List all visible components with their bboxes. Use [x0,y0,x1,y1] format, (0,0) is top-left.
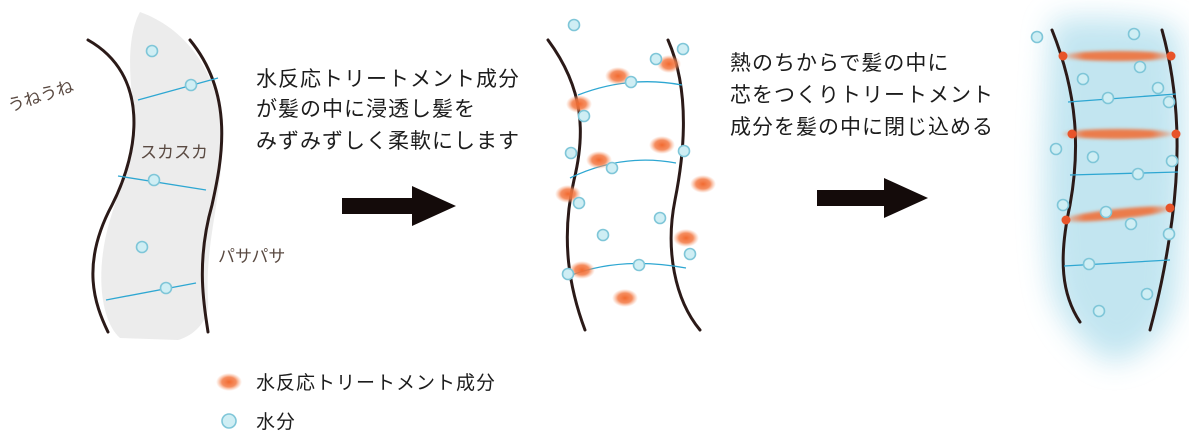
treatment-dot-icon [612,289,638,307]
treatment-dot-icon [216,373,242,391]
water-dot-icon [561,267,575,281]
water-dot-icon [1049,142,1063,156]
hair-right-edge [188,38,224,334]
treatment-core-band [1062,51,1174,61]
fiber-line [1063,259,1171,267]
label-dry: パサパサ [218,247,285,267]
water-dot-icon [1086,150,1100,164]
water-dot-icon [159,281,173,295]
treatment-dot-icon [673,229,699,247]
water-dot-icon [649,52,663,66]
water-dot-icon [1162,95,1176,109]
water-dot-icon [184,78,198,92]
treatment-dot-icon [555,185,581,203]
step1-line-1: 水反応トリートメント成分 [256,67,520,91]
water-dot-icon [221,413,237,429]
water-dot-icon [1151,81,1165,95]
treatment-dot-icon [605,67,631,85]
water-dot-icon [1131,167,1145,181]
legend: 水反応トリートメント成分 水分 [216,372,496,433]
water-dot-icon [1082,257,1096,271]
step1-line-3: みずみずしく柔軟にします [256,129,520,153]
water-dot-icon [1030,30,1044,44]
water-dot-icon [1162,227,1176,241]
treatment-dot-icon [649,136,675,154]
water-dot-icon [596,228,610,242]
water-dot-icon [1124,217,1138,231]
water-dot-icon [1076,72,1090,86]
fiber-line [105,282,197,301]
water-dot-icon [676,42,690,56]
water-dot-icon [632,258,646,272]
step2-line-1: 熱のちからで髪の中に [730,51,949,75]
step1-description: 水反応トリートメント成分 が髪の中に浸透し髪を みずみずしく柔軟にします [256,67,520,153]
treatment-dot-icon [586,151,612,169]
water-dot-icon [567,18,581,32]
step1-line-2: が髪の中に浸透し髪を [256,97,476,121]
treatment-dot-icon [690,175,716,193]
water-dot-icon [1165,154,1179,168]
treatment-dot-icon [566,95,592,113]
treatment-dot-icon [1165,203,1175,213]
fiber-line [1067,93,1177,103]
legend-treatment-label: 水反応トリートメント成分 [256,372,496,394]
hair-right-edge [666,38,702,332]
water-dot-icon [605,161,619,175]
treatment-dot-icon [1166,51,1176,61]
core-glow [1045,18,1185,362]
step2-line-2: 芯をつくりトリートメント [730,83,994,107]
hair-left-edge [86,38,136,334]
treatment-dot-icon [1061,215,1071,225]
water-dot-icon [1092,304,1106,318]
treatment-dot-icon [1171,129,1181,139]
water-dot-icon [577,109,591,123]
hollow-hair-shading [101,12,223,340]
water-dot-icon [1056,198,1070,212]
treatment-core-band [1062,129,1174,139]
water-dot-icon [1099,205,1113,219]
fiber-line [137,77,219,101]
hair-left-edge [546,38,587,332]
water-dot-icon [1140,287,1154,301]
damaged-hair [86,12,224,340]
core-formed-hair [1030,18,1185,362]
water-dot-icon [1101,91,1115,105]
treatment-dot-icon [569,261,595,279]
water-dot-icon [683,247,697,261]
water-dot-icon [677,144,691,158]
water-dot-icon [145,44,159,58]
label-wavy: うねうね [5,77,76,117]
treatment-dot-icon [1058,51,1068,61]
step2-line-3: 成分を髪の中に閉じ込める [730,115,994,139]
treatment-dot-icon [1067,129,1077,139]
water-dot-icon [147,173,161,187]
fiber-line [1069,171,1179,176]
legend-water-label: 水分 [256,411,296,433]
water-dot-icon [572,196,586,210]
water-dot-icon [135,240,149,254]
water-dot-icon [1127,27,1141,41]
arrow-right-icon [342,186,456,226]
label-hollow: スカスカ [140,143,208,163]
treated-hair [546,18,716,332]
water-dot-icon [624,75,638,89]
water-dot-icon [1133,60,1147,74]
arrow-right-icon [817,178,928,218]
water-dot-icon [653,211,667,225]
hair-left-edge [1050,28,1082,324]
treatment-core-band [1062,206,1174,222]
water-dot-icon [564,146,578,160]
treatment-dot-icon [657,55,681,73]
fiber-line [569,159,677,179]
hair-right-edge [1148,28,1179,332]
step2-description: 熱のちからで髪の中に 芯をつくりトリートメント 成分を髪の中に閉じ込める [730,51,994,139]
fiber-line [117,175,207,191]
